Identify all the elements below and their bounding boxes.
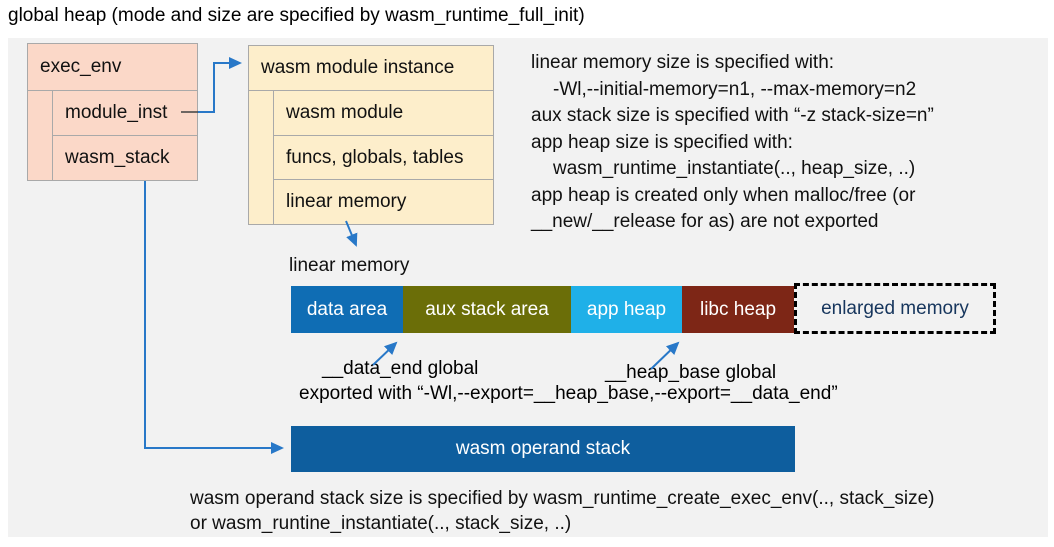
exec-env-field-module-inst: module_inst xyxy=(53,91,197,136)
note-line: -Wl,--initial-memory=n1, --max-memory=n2 xyxy=(553,78,917,100)
data-end-global-label: __data_end global xyxy=(322,358,479,379)
segment-aux-stack-area: aux stack area xyxy=(403,286,571,333)
note-line: linear memory size is specified with: xyxy=(531,52,835,73)
exec-env-field-wasm-stack: wasm_stack xyxy=(65,147,170,168)
segment-app-heap: app heap xyxy=(571,286,682,333)
exec-env-strip xyxy=(28,91,53,180)
diagram-title: global heap (mode and size are specified… xyxy=(8,5,585,26)
field-linear-memory: linear memory xyxy=(286,191,407,213)
segment-libc-heap: libc heap xyxy=(682,286,794,333)
note-line: app heap size is specified with: xyxy=(531,131,793,153)
note-line: wasm_runtime_instantiate(.., heap_size, … xyxy=(553,158,916,179)
note-line: or wasm_runtine_instantiate(.., stack_si… xyxy=(190,513,572,534)
note-line: wasm operand stack size is specified by … xyxy=(190,488,935,509)
note-line: aux stack size is specified with “-z sta… xyxy=(531,105,934,126)
segment-label: aux stack area xyxy=(425,298,549,320)
segment-enlarged-memory: enlarged memory xyxy=(794,283,996,334)
heap-base-global-label: __heap_base global xyxy=(605,362,777,383)
wasm-module-instance-box: wasm module instance wasm module funcs, … xyxy=(248,45,494,225)
note-line: __new/__release for as) are not exported xyxy=(531,211,879,232)
wasm-module-instance-header: wasm module instance xyxy=(249,46,493,91)
field-funcs-globals-tables: funcs, globals, tables xyxy=(274,136,493,181)
segment-label: data area xyxy=(306,298,388,320)
segment-data-area: data area xyxy=(291,286,403,333)
field-wasm-module: wasm module xyxy=(274,91,493,136)
linker-notes: linear memory size is specified with: -W… xyxy=(531,50,934,236)
exec-env-box: exec_env module_inst wasm_stack xyxy=(27,43,198,181)
wasm-operand-stack-label: wasm operand stack xyxy=(455,438,631,459)
export-flags-label: exported with “-Wl,--export=__heap_base,… xyxy=(299,383,838,404)
segment-label: app heap xyxy=(586,298,667,320)
segment-label: libc heap xyxy=(699,298,777,320)
operand-stack-notes: wasm operand stack size is specified by … xyxy=(190,486,935,536)
segment-label: enlarged memory xyxy=(821,297,969,319)
wasm-module-instance-strip xyxy=(249,91,274,224)
wasm-operand-stack-bar: wasm operand stack xyxy=(291,426,795,472)
exec-env-header: exec_env xyxy=(28,44,197,91)
note-line: app heap is created only when malloc/fre… xyxy=(531,184,916,206)
linear-memory-label: linear memory xyxy=(289,255,410,276)
